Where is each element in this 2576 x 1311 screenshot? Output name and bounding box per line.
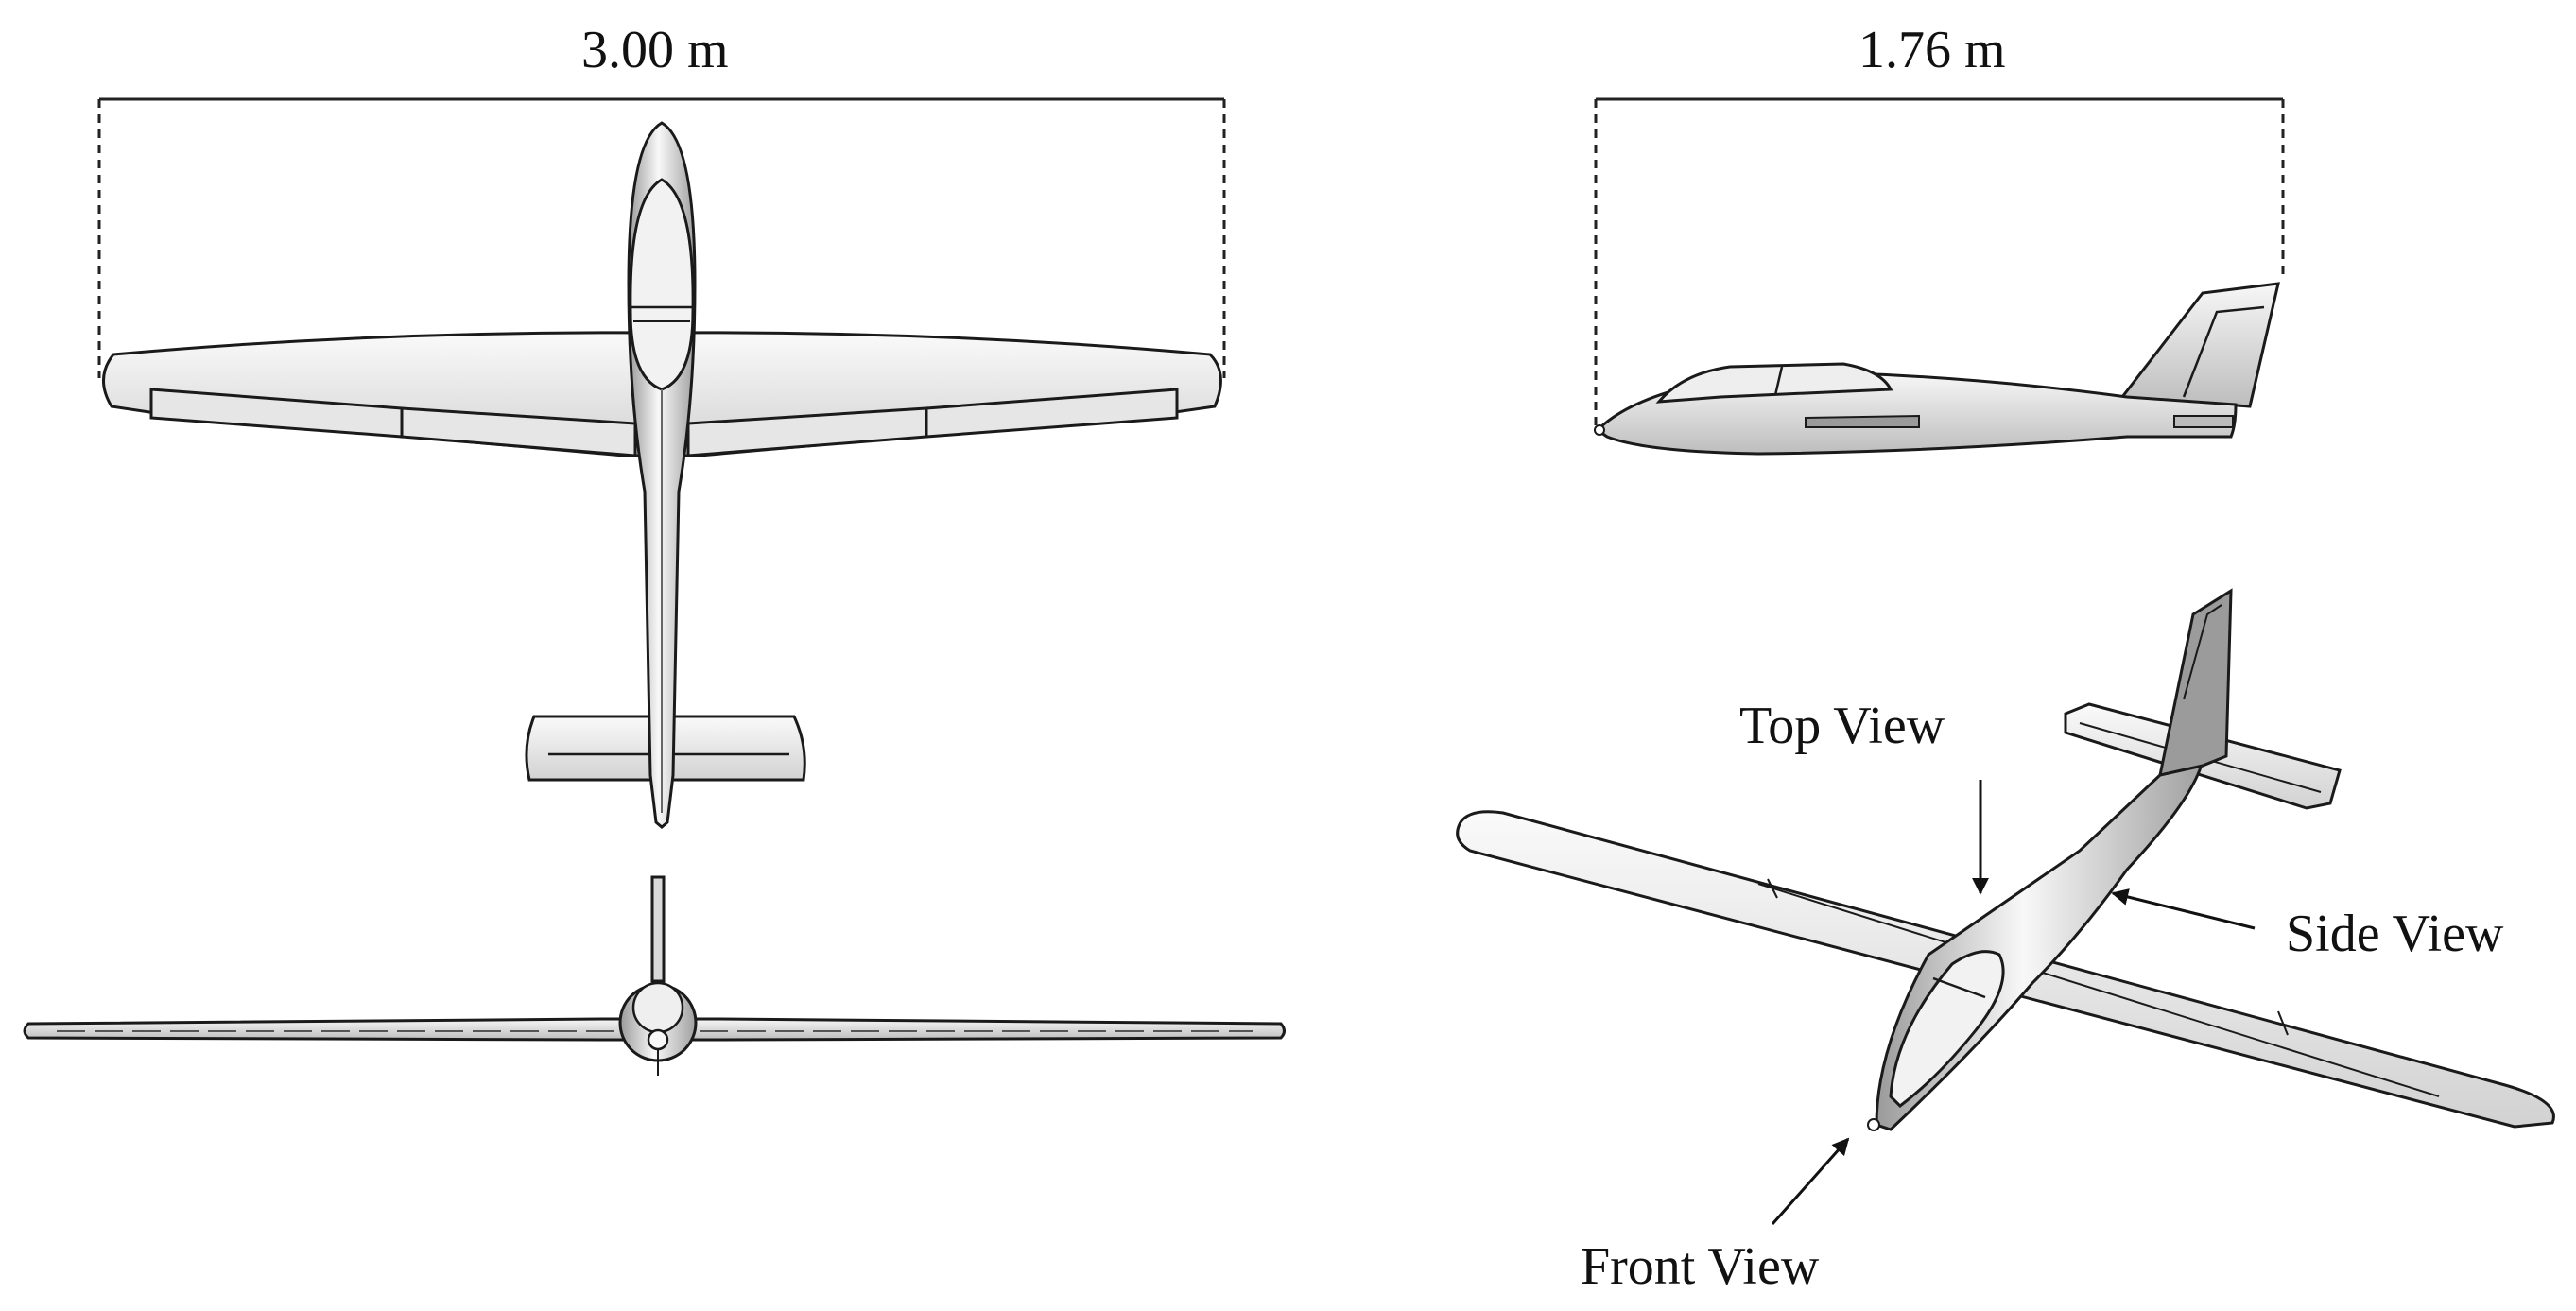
wingspan-label: 3.00 m [581, 21, 729, 79]
callout-arrows [1771, 780, 2256, 1225]
top-canopy [629, 178, 695, 391]
top-view-drawing [97, 97, 1226, 829]
isometric-view-drawing [1456, 588, 2555, 1131]
side-canopy [1655, 362, 1893, 404]
top-view-callout: Top View [1739, 697, 1945, 755]
iso-canopy [1889, 950, 2005, 1108]
front-view-drawing [23, 875, 1286, 1076]
front-vertical-tail [650, 875, 666, 983]
iso-vertical-tail [2158, 588, 2233, 777]
front-view-arrow [1771, 1137, 1850, 1225]
length-dimension-line [1594, 97, 2285, 425]
side-vertical-tail [2119, 282, 2280, 408]
side-view-drawing [1594, 97, 2285, 456]
side-view-callout: Side View [2286, 905, 2504, 963]
top-wing-control-surfaces [149, 388, 1179, 457]
front-view-callout: Front View [1581, 1237, 1820, 1296]
side-view-arrow [2111, 888, 2256, 930]
length-label: 1.76 m [1859, 21, 2006, 79]
wingspan-dimension-line [97, 97, 1226, 378]
